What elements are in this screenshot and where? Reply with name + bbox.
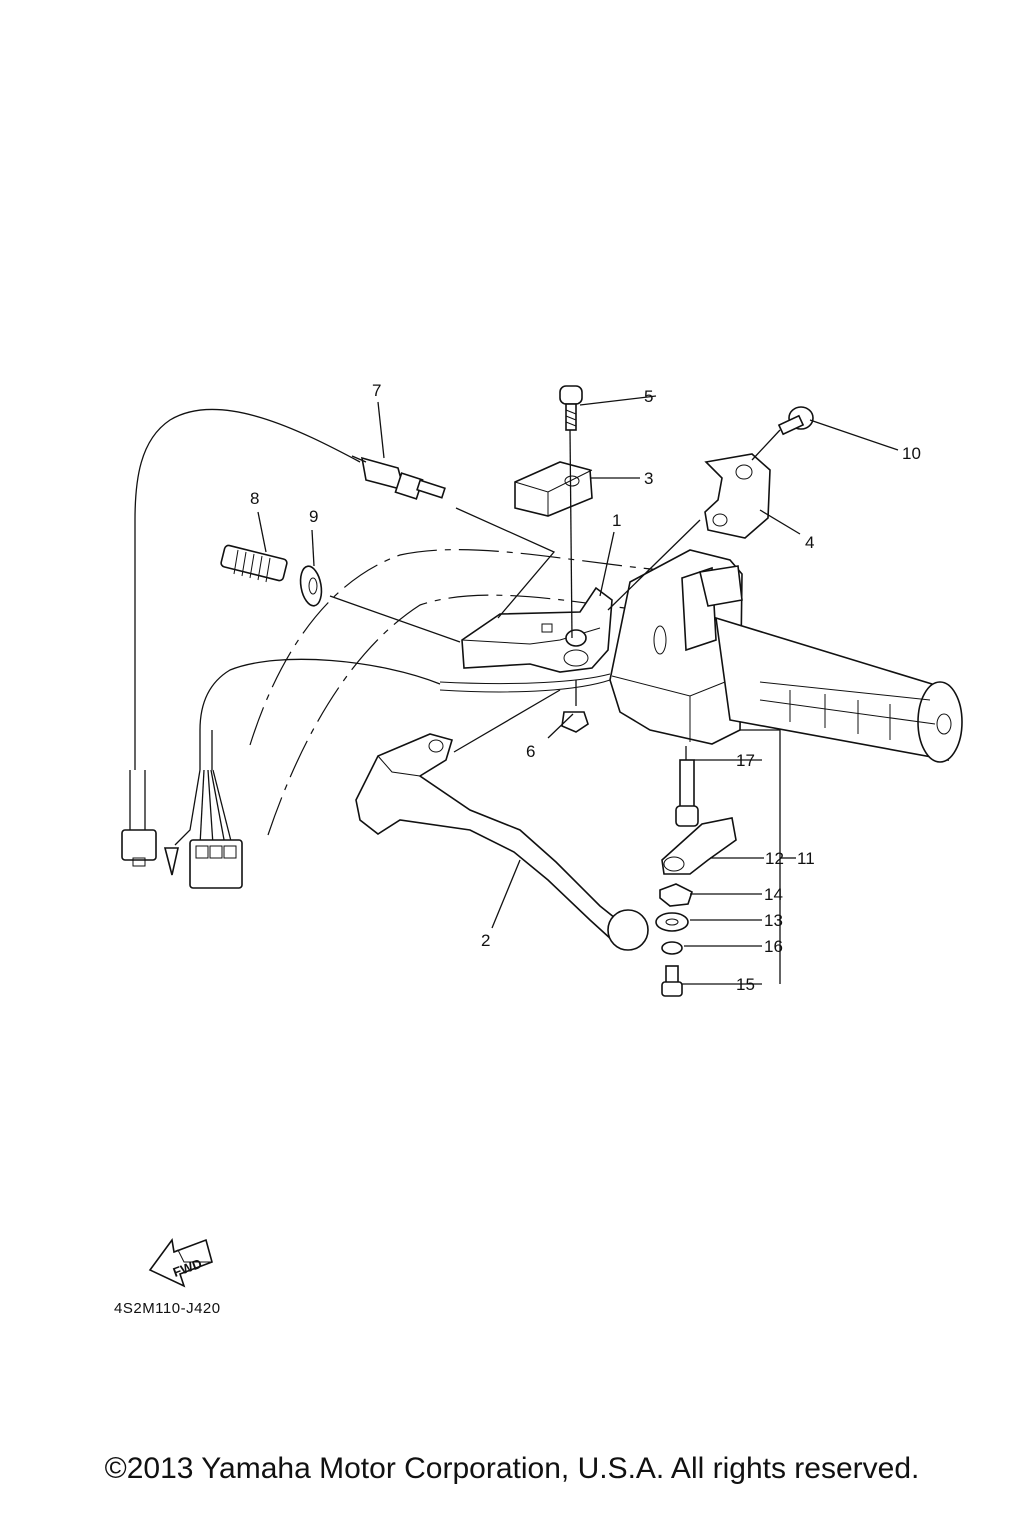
callout-labels: 1 2 3 4 5 6 7 8 9 10 11 12 13 14 15 16 1…: [250, 381, 921, 994]
part-17-bolt: [675, 759, 699, 827]
callout-10: 10: [902, 444, 921, 463]
callout-4: 4: [805, 533, 814, 552]
part-16-lock-washer: [661, 941, 683, 955]
grip: [715, 616, 963, 763]
handlebar-outline: [249, 549, 661, 836]
part-15-screw: [661, 965, 683, 997]
leader-lines: [257, 395, 899, 985]
brake-switch-cable: [121, 408, 361, 867]
part-4-holder: [704, 453, 771, 539]
callout-16: 16: [764, 937, 783, 956]
callout-15: 15: [736, 975, 755, 994]
switch-wire-harness: [163, 658, 441, 889]
part-1-lever-holder: [461, 586, 613, 673]
part-13-washer: [655, 912, 689, 932]
callout-11: 11: [797, 849, 815, 868]
callout-5: 5: [644, 387, 653, 406]
callout-6: 6: [526, 742, 535, 761]
fwd-arrow-icon: FWD: [148, 1237, 213, 1288]
part-7-brake-switch: [351, 455, 446, 500]
part-14-nut: [659, 883, 693, 907]
part-6-nut: [561, 711, 589, 733]
part-2-lever: [355, 733, 649, 951]
drawing-code: 4S2M110-J420: [114, 1300, 221, 1317]
copyright-notice: ©2013 Yamaha Motor Corporation, U.S.A. A…: [104, 1452, 920, 1485]
callout-3: 3: [644, 469, 653, 488]
callout-7: 7: [372, 381, 381, 400]
callout-8: 8: [250, 489, 259, 508]
callout-17: 17: [736, 751, 755, 770]
part-10-screw: [777, 406, 814, 436]
part-12-hot-start-lever: [661, 817, 737, 875]
part-5-bolt: [559, 385, 583, 431]
callout-9: 9: [309, 507, 318, 526]
part-11-handlebar-switch: [609, 549, 743, 745]
callout-2: 2: [481, 931, 490, 950]
callout-1: 1: [612, 511, 621, 530]
callout-13: 13: [764, 911, 783, 930]
part-9-locknut: [299, 565, 323, 607]
callout-12: 12: [765, 849, 784, 868]
callout-14: 14: [764, 885, 783, 904]
part-8-adjuster: [220, 544, 288, 583]
part-3-bracket: [514, 461, 593, 517]
